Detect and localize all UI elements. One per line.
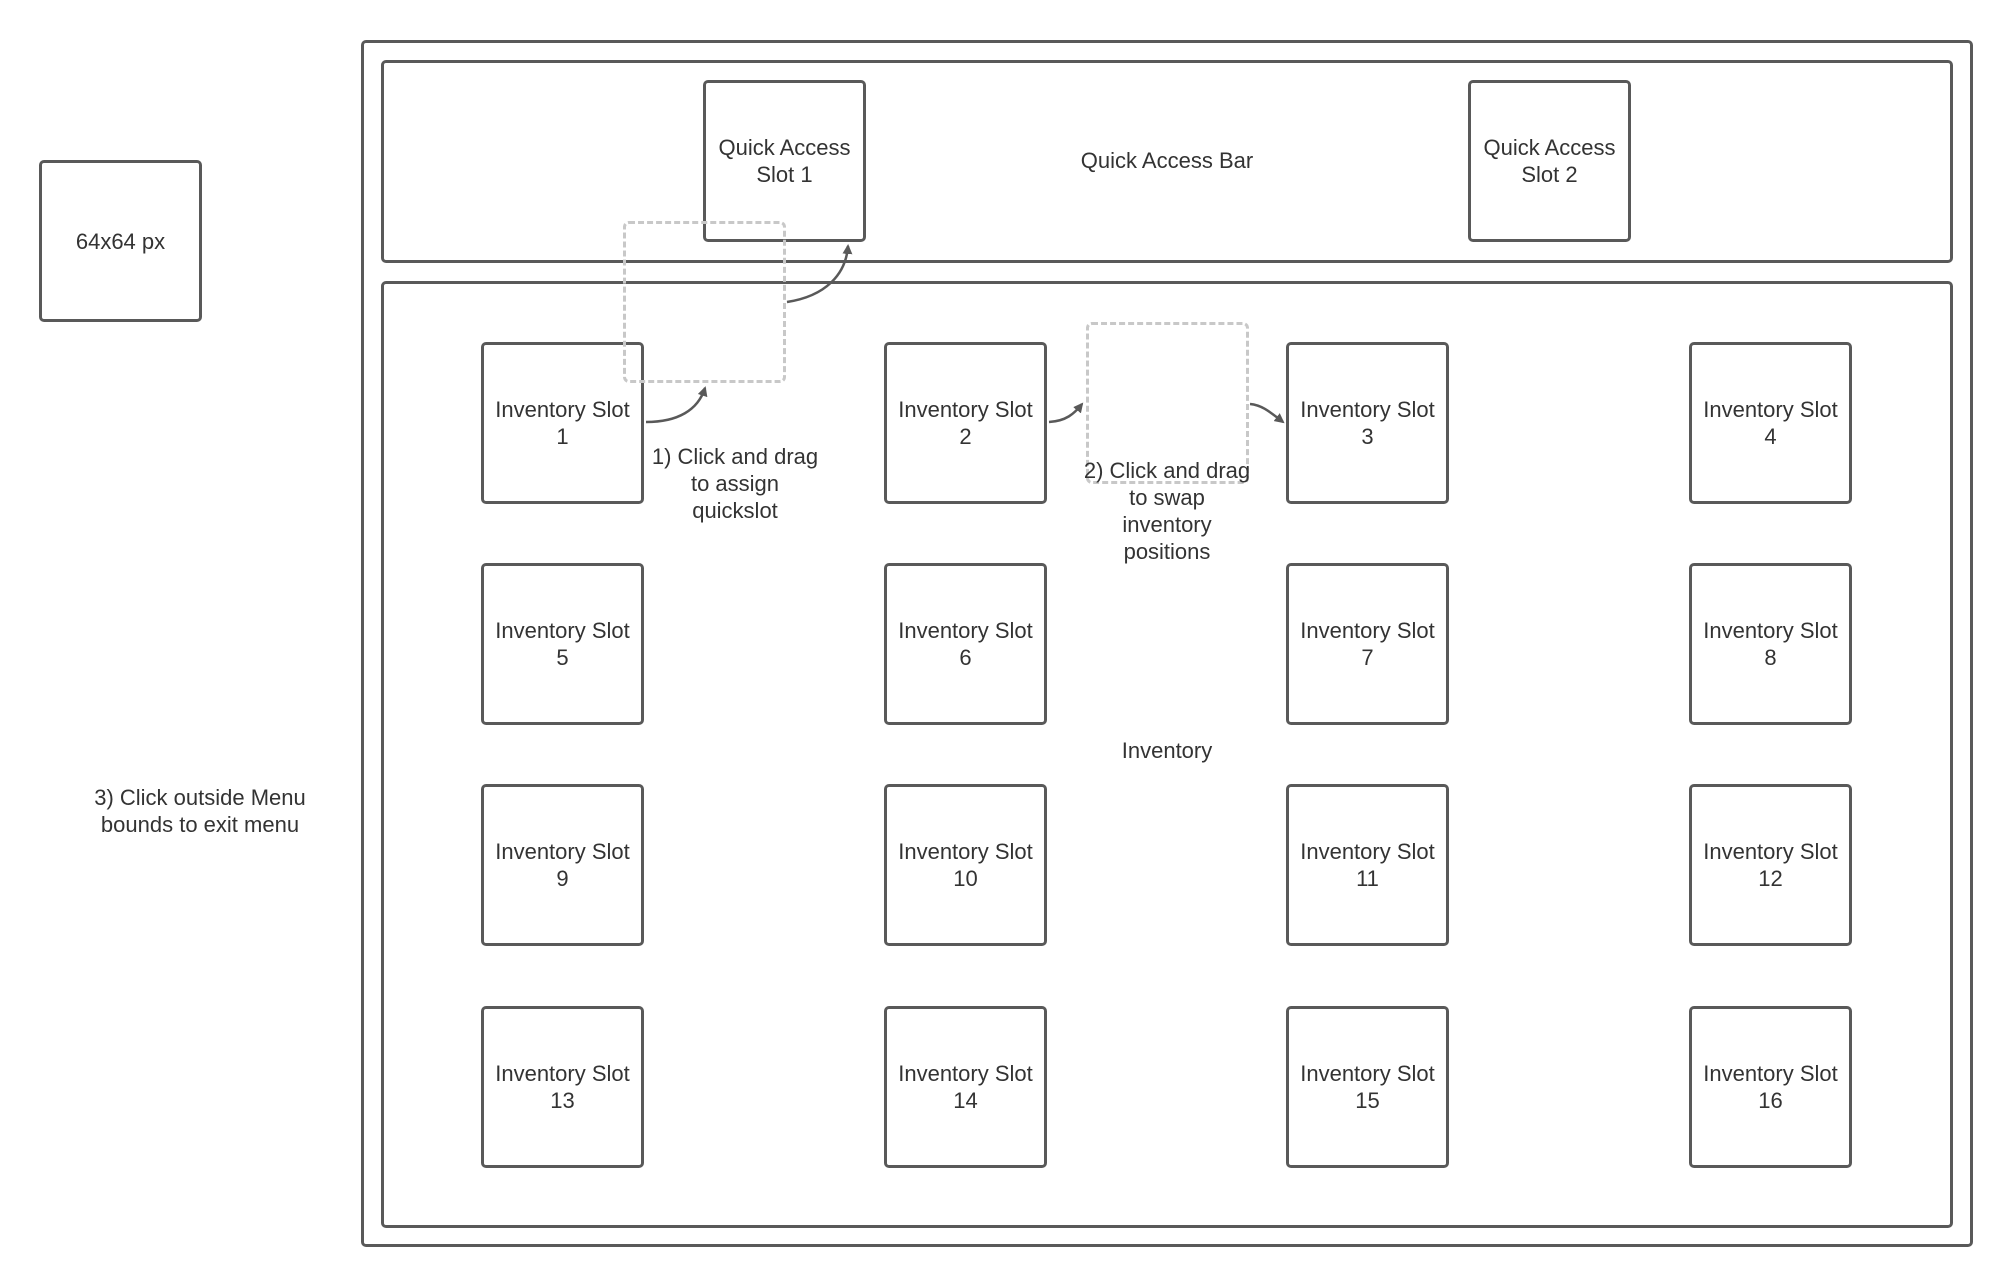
quick-access-slot-2[interactable]: Quick Access Slot 2: [1468, 80, 1631, 242]
inventory-slot-9[interactable]: Inventory Slot 9: [481, 784, 644, 946]
inventory-slot-12[interactable]: Inventory Slot 12: [1689, 784, 1852, 946]
inventory-slot-6[interactable]: Inventory Slot 6: [884, 563, 1047, 725]
quick-access-slot-1[interactable]: Quick Access Slot 1: [703, 80, 866, 242]
inventory-slot-label: Inventory Slot 3: [1300, 397, 1435, 449]
inventory-slot-label: Inventory Slot 6: [898, 618, 1033, 670]
inventory-slot-5[interactable]: Inventory Slot 5: [481, 563, 644, 725]
inventory-slot-label: Inventory Slot 1: [495, 397, 630, 449]
drag-ghost-quickslot: [623, 221, 786, 383]
inventory-slot-1[interactable]: Inventory Slot 1: [481, 342, 644, 504]
inventory-slot-label: Inventory Slot 5: [495, 618, 630, 670]
inventory-slot-11[interactable]: Inventory Slot 11: [1286, 784, 1449, 946]
inventory-slot-label: Inventory Slot 10: [898, 839, 1033, 891]
inventory-slot-label: Inventory Slot 2: [898, 397, 1033, 449]
drag-ghost-swap: [1086, 322, 1249, 484]
inventory-slot-15[interactable]: Inventory Slot 15: [1286, 1006, 1449, 1168]
exit-menu-note: 3) Click outside Menu bounds to exit men…: [94, 785, 306, 837]
size-reference-label: 64x64 px: [75, 228, 166, 254]
quick-access-bar: [381, 60, 1953, 263]
inventory-slot-4[interactable]: Inventory Slot 4: [1689, 342, 1852, 504]
inventory-slot-14[interactable]: Inventory Slot 14: [884, 1006, 1047, 1168]
inventory-slot-label: Inventory Slot 13: [495, 1061, 630, 1113]
inventory-slot-8[interactable]: Inventory Slot 8: [1689, 563, 1852, 725]
inventory-slot-label: Inventory Slot 15: [1300, 1061, 1435, 1113]
inventory-slot-13[interactable]: Inventory Slot 13: [481, 1006, 644, 1168]
inventory-slot-2[interactable]: Inventory Slot 2: [884, 342, 1047, 504]
inventory-slot-label: Inventory Slot 4: [1703, 397, 1838, 449]
swap-positions-annotation: 2) Click and drag to swap inventory posi…: [1083, 458, 1251, 564]
inventory-slot-label: Inventory Slot 8: [1703, 618, 1838, 670]
inventory-slot-3[interactable]: Inventory Slot 3: [1286, 342, 1449, 504]
inventory-slot-10[interactable]: Inventory Slot 10: [884, 784, 1047, 946]
size-reference-box: 64x64 px: [39, 160, 202, 322]
assign-quickslot-annotation: 1) Click and drag to assign quickslot: [651, 444, 819, 523]
inventory-slot-label: Inventory Slot 12: [1703, 839, 1838, 891]
inventory-slot-label: Inventory Slot 14: [898, 1061, 1033, 1113]
inventory-slot-label: Inventory Slot 9: [495, 839, 630, 891]
inventory-label: Inventory: [1121, 738, 1213, 763]
quick-access-bar-label: Quick Access Bar: [1080, 148, 1254, 173]
quick-access-slot-2-label: Quick Access Slot 2: [1483, 135, 1616, 187]
quick-access-slot-1-label: Quick Access Slot 1: [718, 135, 851, 187]
inventory-slot-16[interactable]: Inventory Slot 16: [1689, 1006, 1852, 1168]
inventory-slot-label: Inventory Slot 11: [1300, 839, 1435, 891]
inventory-slot-label: Inventory Slot 16: [1703, 1061, 1838, 1113]
inventory-slot-7[interactable]: Inventory Slot 7: [1286, 563, 1449, 725]
inventory-slot-label: Inventory Slot 7: [1300, 618, 1435, 670]
